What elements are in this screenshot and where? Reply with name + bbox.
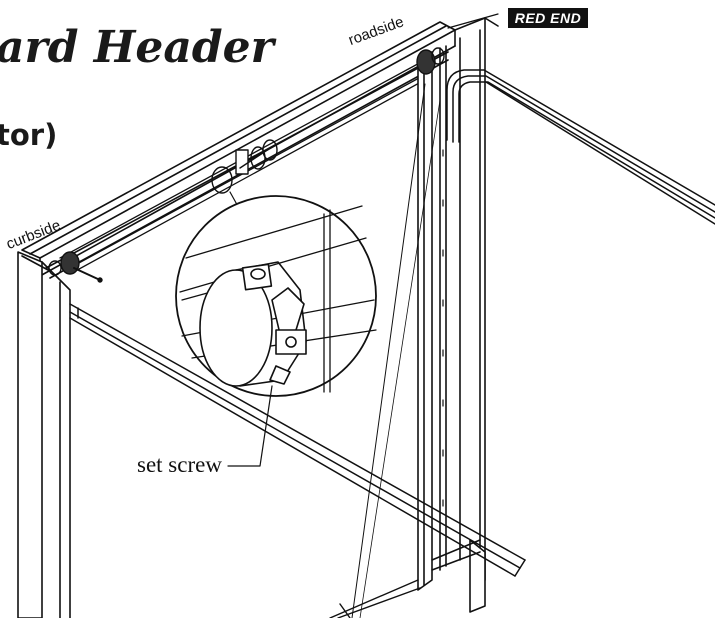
right-rafter-arm (446, 69, 715, 225)
set-screw-label: set screw (137, 452, 222, 477)
curbside-end-cap (48, 251, 103, 283)
pull-cord (351, 83, 426, 619)
zoom-detail-circle (175, 195, 377, 397)
page-title: ard Header (0, 22, 274, 73)
red-end-badge: RED END (508, 8, 588, 28)
center-bracket (211, 139, 278, 194)
left-post (17, 251, 71, 619)
left-rafter-arm (69, 303, 526, 577)
roadside-end-cap (416, 13, 499, 75)
page-subtitle: tor) (0, 118, 58, 152)
set-screw-leader-line (227, 385, 273, 467)
bottom-channel (329, 579, 421, 619)
right-post (417, 17, 499, 613)
